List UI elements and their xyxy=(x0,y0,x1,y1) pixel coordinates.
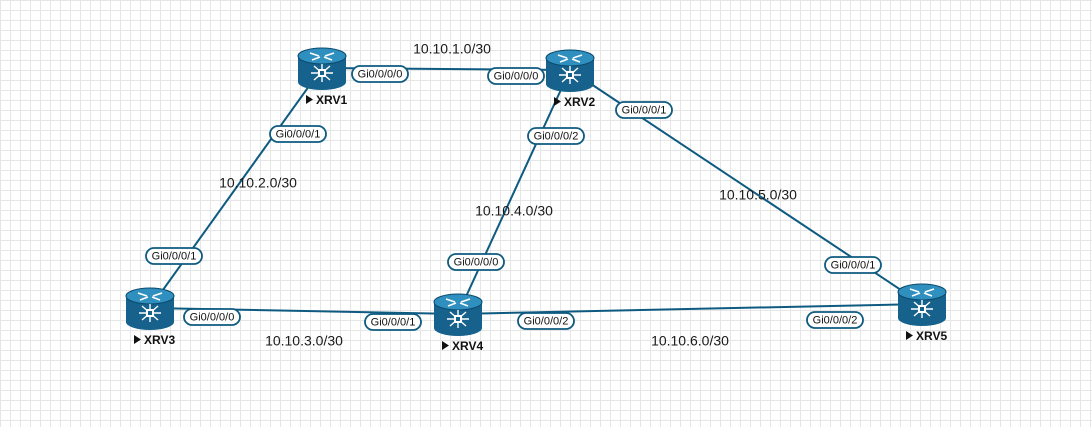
port-pill xyxy=(183,308,241,326)
port-name: Gi0/0/0/1 xyxy=(371,316,416,328)
port-pill xyxy=(364,313,422,331)
router-icon xyxy=(297,47,347,91)
port-label-xrv5[interactable]: Gi0/0/0/1 xyxy=(824,256,882,274)
node-label-group: XRV5 xyxy=(906,329,947,343)
port-label-xrv1[interactable]: Gi0/0/0/1 xyxy=(269,125,327,143)
play-triangle-icon xyxy=(906,331,913,340)
subnet-label: 10.10.6.0/30 xyxy=(651,333,729,349)
links-layer: 10.10.1.0/30 10.10.2.0/30 10.10.3.0/30 10.1… xyxy=(149,41,923,349)
port-label-xrv2[interactable]: Gi0/0/0/1 xyxy=(615,101,673,119)
port-pill xyxy=(351,65,409,83)
port-name: Gi0/0/0/1 xyxy=(276,128,321,140)
node-name: XRV1 xyxy=(316,93,347,107)
port-name: Gi0/0/0/1 xyxy=(622,104,667,116)
play-triangle-icon xyxy=(554,97,561,106)
port-pill xyxy=(145,247,203,265)
port-name: Gi0/0/0/0 xyxy=(190,311,235,323)
port-pill xyxy=(806,311,864,329)
port-name: Gi0/0/0/0 xyxy=(358,68,403,80)
port-pill xyxy=(487,67,545,85)
port-name: Gi0/0/0/2 xyxy=(524,315,569,327)
port-pill xyxy=(615,101,673,119)
port-label-xrv3[interactable]: Gi0/0/0/1 xyxy=(145,247,203,265)
port-pill xyxy=(269,125,327,143)
router-icon xyxy=(545,49,595,93)
port-label-xrv4[interactable]: Gi0/0/0/2 xyxy=(517,312,575,330)
node-label-group: XRV2 xyxy=(554,95,595,109)
port-name: Gi0/0/0/0 xyxy=(454,256,499,268)
node-xrv2[interactable]: XRV2 xyxy=(545,49,595,109)
link-xrv1-xrv3[interactable] xyxy=(149,67,323,309)
port-label-xrv3[interactable]: Gi0/0/0/0 xyxy=(183,308,241,326)
node-name: XRV3 xyxy=(144,333,175,347)
link-xrv2-xrv4[interactable] xyxy=(457,69,571,315)
port-name: Gi0/0/0/2 xyxy=(813,314,858,326)
router-icon xyxy=(125,287,175,331)
subnet-label: 10.10.1.0/30 xyxy=(413,41,491,57)
play-triangle-icon xyxy=(306,95,313,104)
node-xrv5[interactable]: XRV5 xyxy=(897,283,947,343)
router-icon xyxy=(897,283,947,327)
port-label-xrv5[interactable]: Gi0/0/0/2 xyxy=(806,311,864,329)
node-name: XRV2 xyxy=(564,95,595,109)
subnet-label: 10.10.2.0/30 xyxy=(219,175,297,191)
node-label-group: XRV4 xyxy=(442,339,483,353)
subnet-label: 10.10.5.0/30 xyxy=(719,187,797,203)
node-xrv4[interactable]: XRV4 xyxy=(433,293,483,353)
node-name: XRV4 xyxy=(452,339,483,353)
node-label-group: XRV3 xyxy=(134,333,175,347)
port-label-xrv1[interactable]: Gi0/0/0/0 xyxy=(351,65,409,83)
router-icon xyxy=(433,293,483,337)
port-label-xrv2[interactable]: Gi0/0/0/2 xyxy=(527,127,585,145)
port-pill xyxy=(517,312,575,330)
subnet-label: 10.10.3.0/30 xyxy=(265,333,343,349)
port-pill xyxy=(447,253,505,271)
port-name: Gi0/0/0/0 xyxy=(494,70,539,82)
node-name: XRV5 xyxy=(916,329,947,343)
play-triangle-icon xyxy=(442,341,449,350)
port-name: Gi0/0/0/2 xyxy=(534,130,579,142)
node-label-group: XRV1 xyxy=(306,93,347,107)
port-pill xyxy=(824,256,882,274)
port-name: Gi0/0/0/1 xyxy=(152,250,197,262)
subnet-label: 10.10.4.0/30 xyxy=(475,203,553,219)
port-pill xyxy=(527,127,585,145)
node-xrv1[interactable]: XRV1 xyxy=(297,47,347,107)
port-label-xrv2[interactable]: Gi0/0/0/0 xyxy=(487,67,545,85)
node-xrv3[interactable]: XRV3 xyxy=(125,287,175,347)
port-name: Gi0/0/0/1 xyxy=(831,259,876,271)
port-label-xrv4[interactable]: Gi0/0/0/0 xyxy=(447,253,505,271)
port-label-xrv4[interactable]: Gi0/0/0/1 xyxy=(364,313,422,331)
play-triangle-icon xyxy=(134,335,141,344)
